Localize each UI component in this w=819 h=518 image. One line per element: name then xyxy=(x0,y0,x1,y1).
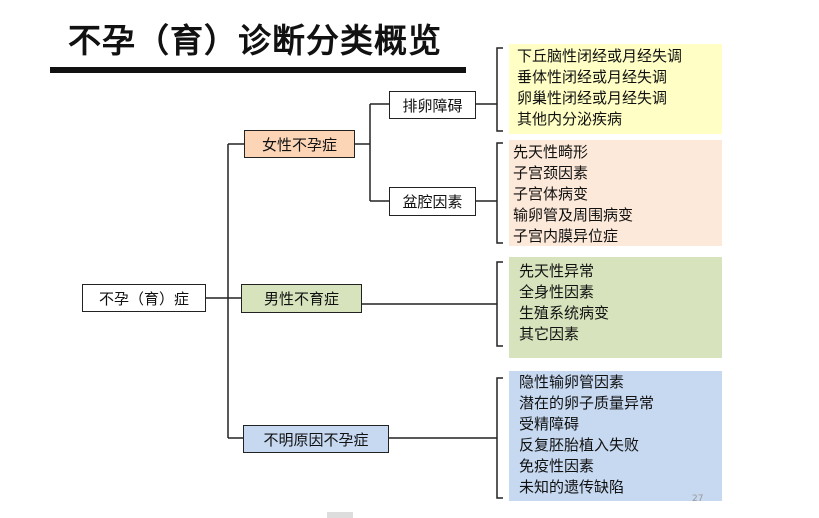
unexplained-infertility-label: 不明原因不孕症 xyxy=(263,430,369,449)
list-item: 生殖系统病变 xyxy=(519,304,610,322)
male-infertility-node: 男性不育症 xyxy=(241,284,362,313)
ovulation-disorder-label: 排卵障碍 xyxy=(402,96,463,115)
page-number: 27 xyxy=(692,494,704,504)
bracket-male xyxy=(496,261,503,347)
list-item: 垂体性闭经或月经失调 xyxy=(517,68,668,86)
female-infertility-label: 女性不孕症 xyxy=(261,135,337,154)
list-item: 其他内分泌疾病 xyxy=(517,110,623,128)
list-item: 卵巢性闭经或月经失调 xyxy=(517,89,668,107)
list-item: 其它因素 xyxy=(519,325,580,343)
title-underline xyxy=(50,67,466,73)
unexplained-infertility-node: 不明原因不孕症 xyxy=(243,425,389,453)
page-title: 不孕（育）诊断分类概览 xyxy=(68,21,442,60)
list-item: 下丘脑性闭经或月经失调 xyxy=(517,47,683,65)
bracket-pelvic xyxy=(496,142,503,244)
list-item: 受精障碍 xyxy=(519,415,580,433)
root-node-label: 不孕（育）症 xyxy=(98,289,189,308)
ovulation-list: 下丘脑性闭经或月经失调 垂体性闭经或月经失调 卵巢性闭经或月经失调 其他内分泌疾… xyxy=(509,44,722,134)
pelvic-list: 先天性畸形 子宫颈因素 子宫体病变 输卵管及周围病变 子宫内膜异位症 xyxy=(509,140,722,246)
pelvic-factor-node: 盆腔因素 xyxy=(389,187,476,216)
list-item: 先天性异常 xyxy=(519,262,595,280)
list-item: 潜在的卵子质量异常 xyxy=(519,394,655,412)
list-item: 全身性因素 xyxy=(519,283,595,301)
list-item: 隐性输卵管因素 xyxy=(519,373,625,391)
bracket-unknown xyxy=(496,377,503,499)
list-item: 输卵管及周围病变 xyxy=(513,206,634,224)
list-item: 先天性畸形 xyxy=(513,143,589,161)
list-item: 子宫体病变 xyxy=(513,185,589,203)
list-item: 子宫颈因素 xyxy=(513,164,589,182)
male-infertility-label: 男性不育症 xyxy=(263,290,339,308)
pelvic-factor-label: 盆腔因素 xyxy=(402,193,463,211)
slide-control-stub xyxy=(327,512,353,518)
list-item: 免疫性因素 xyxy=(519,457,595,475)
list-item: 未知的遗传缺陷 xyxy=(519,478,625,496)
male-list: 先天性异常 全身性因素 生殖系统病变 其它因素 xyxy=(509,257,722,358)
ovulation-disorder-node: 排卵障碍 xyxy=(389,91,476,119)
list-item: 反复胚胎植入失败 xyxy=(519,436,640,454)
root-node: 不孕（育）症 xyxy=(82,284,206,312)
list-item: 子宫内膜异位症 xyxy=(513,227,619,245)
unknown-list: 隐性输卵管因素 潜在的卵子质量异常 受精障碍 反复胚胎植入失败 免疫性因素 未知… xyxy=(509,371,722,501)
female-infertility-node: 女性不孕症 xyxy=(244,130,355,158)
bracket-ovulation xyxy=(496,47,503,132)
